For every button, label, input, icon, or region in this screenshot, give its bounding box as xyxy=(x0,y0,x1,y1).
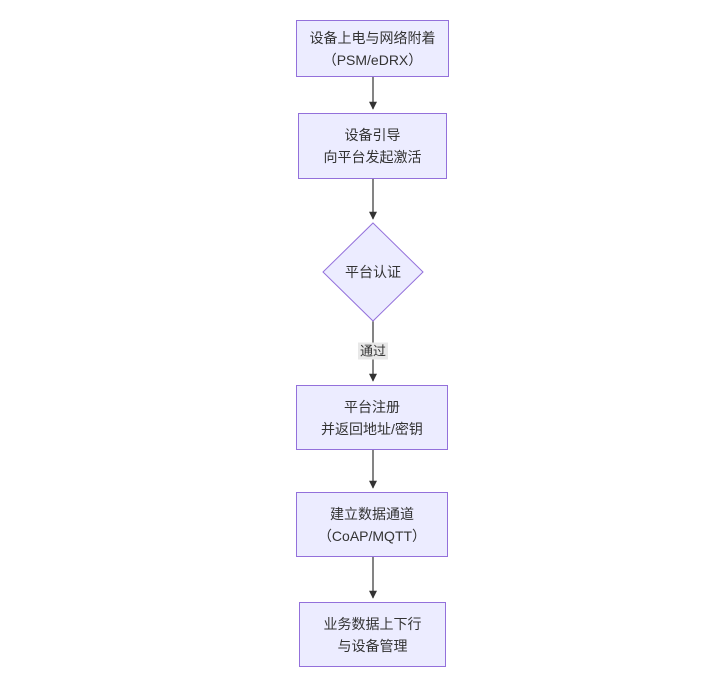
node-data-channel-line2: （CoAP/MQTT） xyxy=(317,527,427,544)
node-platform-register-line2: 并返回地址/密钥 xyxy=(321,420,423,437)
node-power-attach: 设备上电与网络附着 （PSM/eDRX） xyxy=(296,20,449,77)
node-power-attach-line2: （PSM/eDRX） xyxy=(322,51,423,68)
node-bootstrap: 设备引导 向平台发起激活 xyxy=(298,113,447,179)
node-platform-auth: 平台认证 xyxy=(323,223,423,321)
node-platform-auth-label: 平台认证 xyxy=(345,264,401,280)
node-bootstrap-line1: 设备引导 xyxy=(344,127,401,143)
node-data-channel: 建立数据通道 （CoAP/MQTT） xyxy=(296,492,448,557)
node-data-channel-line1: 建立数据通道 xyxy=(330,505,414,522)
node-bootstrap-line2: 向平台发起激活 xyxy=(323,149,422,165)
node-power-attach-line1: 设备上电与网络附着 xyxy=(309,29,436,46)
decision-diamond-shape xyxy=(322,222,424,322)
node-business-data-line2: 与设备管理 xyxy=(337,637,408,654)
node-platform-register-line1: 平台注册 xyxy=(344,398,400,415)
node-business-data: 业务数据上下行 与设备管理 xyxy=(299,602,446,667)
edge-label-pass: 通过 xyxy=(357,342,389,360)
edge-label-pass-text: 通过 xyxy=(359,343,387,359)
node-platform-register: 平台注册 并返回地址/密钥 xyxy=(296,385,448,450)
node-business-data-line1: 业务数据上下行 xyxy=(323,615,422,632)
